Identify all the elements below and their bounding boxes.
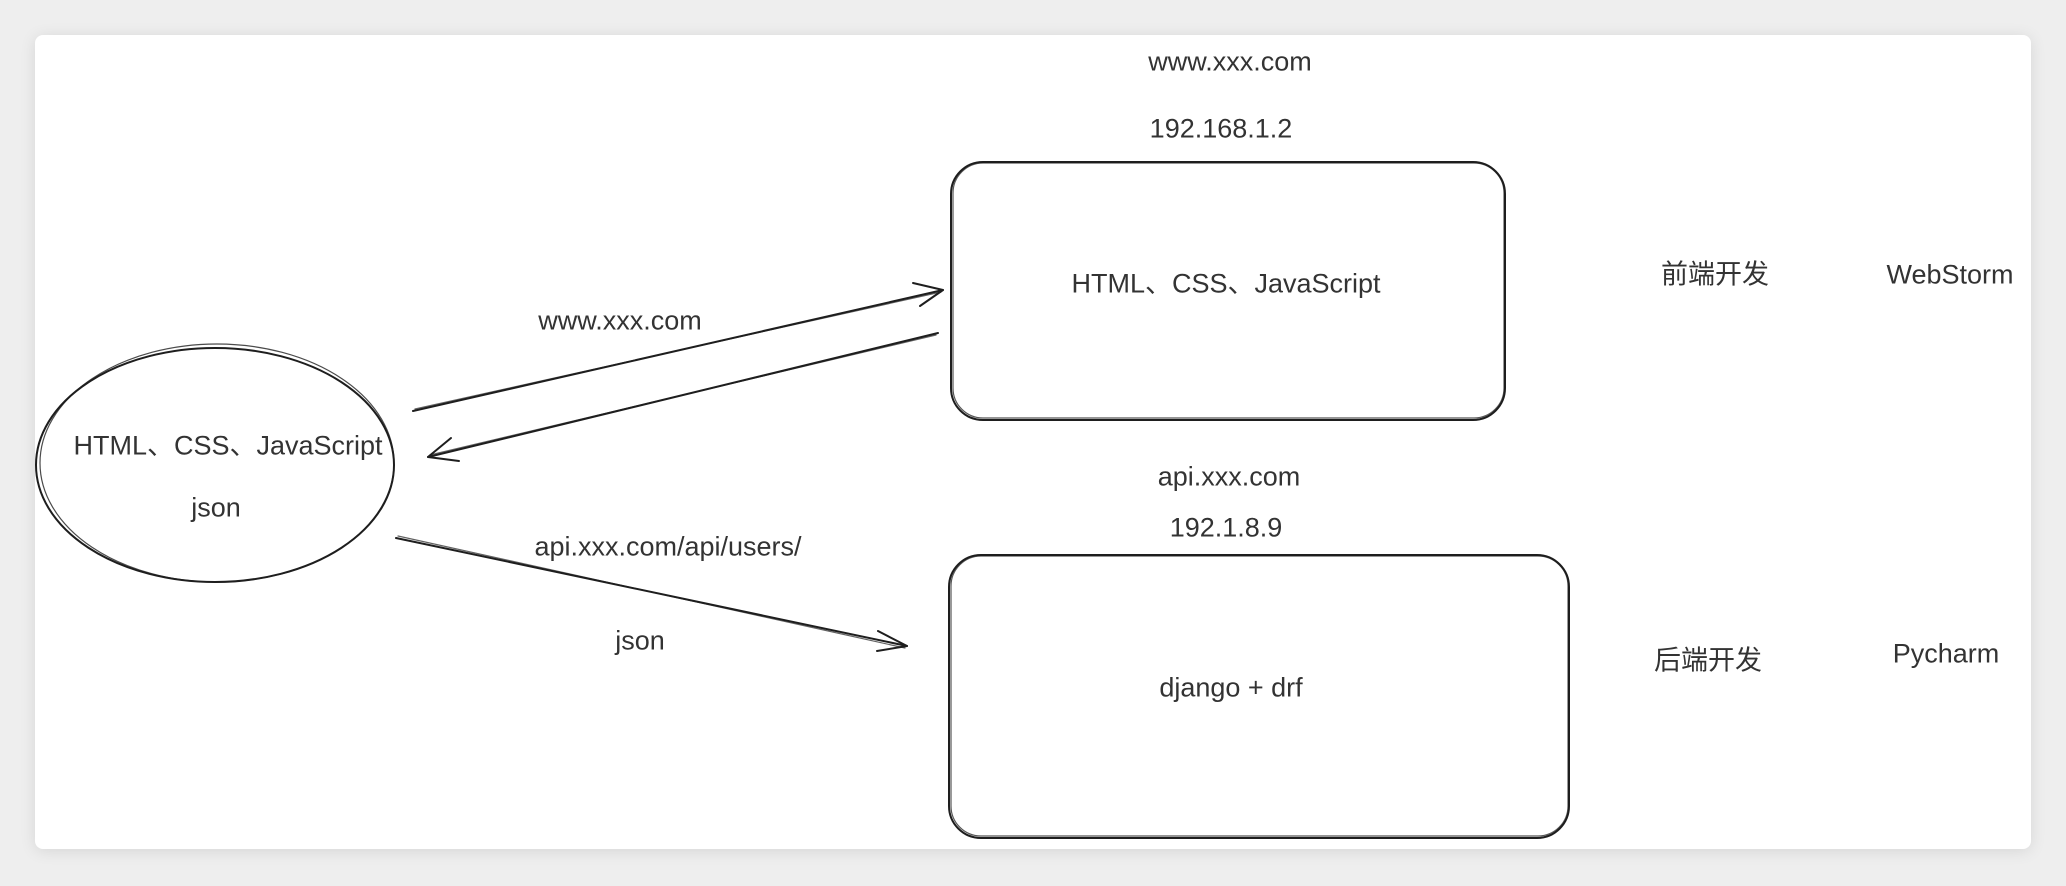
frontend-role-label: 前端开发 (1661, 259, 1769, 290)
client-ellipse-sketch (39, 343, 395, 583)
client-ellipse (35, 347, 395, 583)
backend-role-label: 后端开发 (1654, 645, 1762, 676)
frontend-tool-label: WebStorm (1886, 259, 2014, 290)
client-json-label: json (191, 492, 241, 523)
backend-box (948, 554, 1570, 839)
backend-box-sketch (950, 555, 1569, 837)
backend-content-label: django + drf (1159, 672, 1303, 703)
backend-ip-label: 192.1.8.9 (1169, 512, 1283, 543)
frontend-ip-label: 192.168.1.2 (1149, 113, 1293, 144)
frontend-box-sketch (952, 162, 1505, 419)
edge-request-frontend-label: www.xxx.com (538, 305, 702, 336)
edge-request-api-label: api.xxx.com/api/users/ (534, 531, 802, 562)
backend-tool-label: Pycharm (1892, 638, 2000, 669)
frontend-content-label: HTML、CSS、JavaScript (1071, 268, 1381, 299)
frontend-box (950, 161, 1506, 421)
frontend-domain-label: www.xxx.com (1148, 46, 1312, 77)
backend-domain-label: api.xxx.com (1157, 461, 1301, 492)
arrow-frontend-to-client (427, 332, 939, 462)
canvas (35, 35, 2031, 849)
arrow-client-to-backend (395, 535, 908, 652)
arrow-client-to-frontend (412, 282, 944, 412)
client-content-label: HTML、CSS、JavaScript (73, 430, 383, 461)
edge-response-json-label: json (615, 625, 665, 656)
